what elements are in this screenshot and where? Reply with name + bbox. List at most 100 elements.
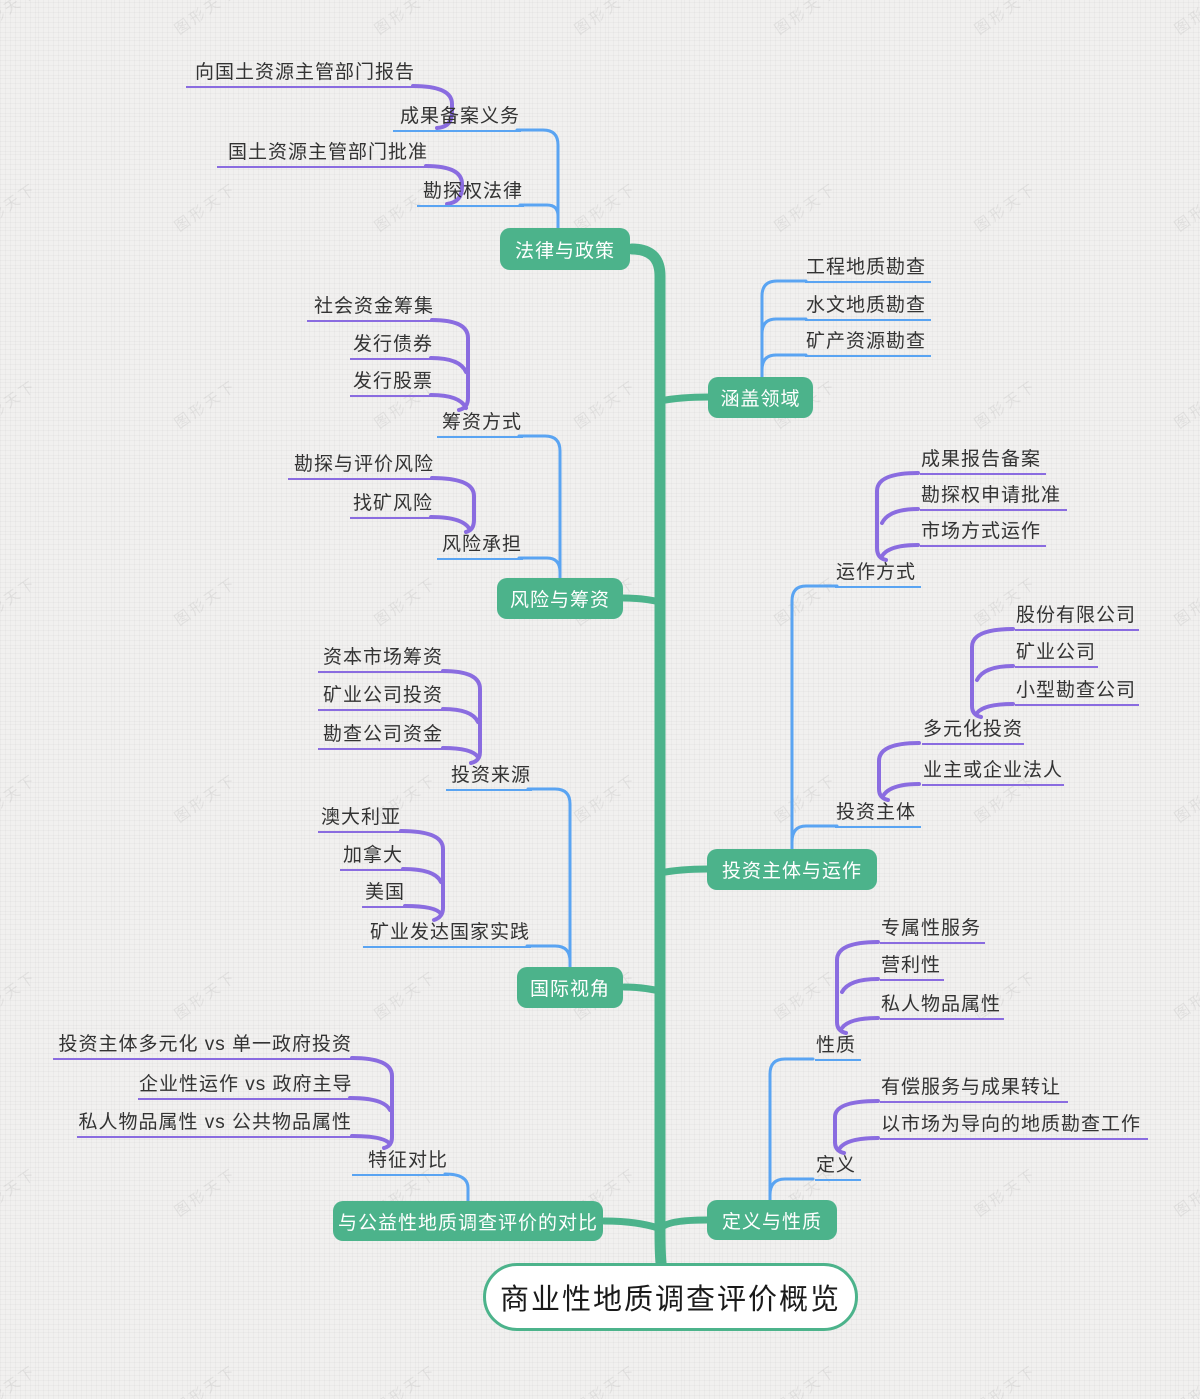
- connector: [441, 746, 480, 759]
- node-canada[interactable]: 加拿大: [340, 845, 404, 871]
- node-stock-issuance[interactable]: 发行股票: [350, 371, 434, 397]
- trunk-connectors: [600, 243, 713, 1269]
- connector: [760, 279, 808, 379]
- connector: [881, 782, 921, 798]
- root-node[interactable]: 商业性地质调查评价概览: [483, 1263, 858, 1331]
- connector: [517, 556, 562, 574]
- connector: [840, 1016, 880, 1030]
- connector: [970, 627, 1015, 719]
- trunk-branch-risk-financing: [619, 594, 664, 606]
- node-results-report-filing[interactable]: 成果报告备案: [920, 449, 1046, 475]
- connector: [880, 507, 920, 525]
- node-market-oriented-geological-work[interactable]: 以市场为导向的地质勘查工作: [880, 1114, 1148, 1140]
- node-report-to-land-authority[interactable]: 向国土资源主管部门报告: [186, 62, 416, 88]
- node-investor-diversification-vs-government[interactable]: 投资主体多元化 vs 单一政府投资: [53, 1034, 353, 1060]
- node-nature[interactable]: 性质: [815, 1035, 861, 1061]
- trunk: [626, 243, 667, 1269]
- connector: [975, 702, 1015, 715]
- trunk-branch-international: [620, 983, 664, 995]
- connector: [760, 353, 808, 372]
- node-risk-bearing[interactable]: 风险承担: [437, 534, 523, 560]
- node-social-capital-raising[interactable]: 社会资金筹集: [307, 296, 435, 322]
- connector: [429, 356, 468, 374]
- node-exclusive-service[interactable]: 专属性服务: [880, 918, 985, 944]
- node-engineering-geology-survey[interactable]: 工程地质勘查: [805, 257, 931, 283]
- connector: [429, 393, 468, 410]
- node-operation-mode[interactable]: 运作方式: [835, 562, 921, 588]
- topic-international-perspective[interactable]: 国际视角: [517, 967, 623, 1008]
- node-private-vs-public-goods[interactable]: 私人物品属性 vs 公共物品属性: [77, 1112, 353, 1138]
- level2-connectors: [348, 84, 1015, 1155]
- connector: [875, 471, 920, 562]
- node-mining-company[interactable]: 矿业公司: [1015, 642, 1098, 668]
- connector: [517, 434, 562, 580]
- node-usa[interactable]: 美国: [362, 882, 406, 908]
- trunk-branch-covered-fields: [656, 393, 713, 405]
- trunk-branch-definition-nature: [657, 1216, 711, 1232]
- node-owner-or-legal-person[interactable]: 业主或企业法人: [922, 760, 1064, 786]
- connector: [401, 867, 443, 884]
- level1-connectors: [443, 128, 839, 1203]
- node-capital-market-financing[interactable]: 资本市场筹资: [318, 647, 444, 673]
- connector: [877, 741, 921, 802]
- connector: [441, 669, 482, 765]
- node-bond-issuance[interactable]: 发行债券: [350, 334, 434, 360]
- connector: [790, 584, 839, 851]
- node-financing-methods[interactable]: 筹资方式: [437, 412, 523, 438]
- node-paid-service-transfer[interactable]: 有偿服务与成果转让: [880, 1077, 1068, 1103]
- topic-definition-nature[interactable]: 定义与性质: [707, 1200, 837, 1240]
- connector: [880, 543, 920, 558]
- connector: [350, 1134, 392, 1146]
- connector: [350, 1056, 394, 1150]
- connector: [430, 318, 470, 412]
- connector: [833, 1099, 880, 1155]
- connector: [348, 1096, 392, 1112]
- connector: [515, 128, 560, 230]
- connector: [768, 1057, 815, 1202]
- node-exploration-evaluation-risk[interactable]: 勘探与评价风险: [288, 454, 435, 480]
- connector: [424, 164, 464, 206]
- node-prospecting-risk[interactable]: 找矿风险: [350, 493, 434, 519]
- connector: [443, 1172, 470, 1203]
- node-small-exploration-company[interactable]: 小型勘查公司: [1015, 680, 1139, 706]
- topic-investors-operation[interactable]: 投资主体与运作: [707, 849, 877, 890]
- connector: [399, 829, 445, 922]
- trunk-branch-comparison: [600, 1217, 662, 1232]
- node-private-goods-attribute[interactable]: 私人物品属性: [880, 994, 1004, 1020]
- node-developed-mining-countries[interactable]: 矿业发达国家实践: [363, 922, 531, 948]
- node-investors[interactable]: 投资主体: [835, 802, 921, 828]
- connector: [526, 787, 572, 969]
- connector: [525, 944, 572, 963]
- node-results-filing-obligation[interactable]: 成果备案义务: [393, 106, 521, 132]
- node-australia[interactable]: 澳大利亚: [318, 807, 402, 833]
- node-mineral-resources-survey[interactable]: 矿产资源勘查: [805, 331, 931, 357]
- trunk-branch-investors-operation: [656, 865, 712, 877]
- node-investment-sources[interactable]: 投资来源: [446, 765, 532, 791]
- node-diversified-investment[interactable]: 多元化投资: [922, 719, 1024, 745]
- node-land-authority-approval[interactable]: 国土资源主管部门批准: [217, 142, 429, 168]
- topic-covered-fields[interactable]: 涵盖领域: [708, 377, 813, 418]
- connector: [975, 664, 1015, 682]
- node-hydrogeology-survey[interactable]: 水文地质勘查: [805, 295, 931, 321]
- topic-comparison-public-survey[interactable]: 与公益性地质调查评价的对比: [333, 1201, 603, 1241]
- connector: [790, 824, 839, 844]
- node-exploration-company-funds[interactable]: 勘查公司资金: [318, 724, 444, 750]
- node-enterprise-vs-government-led[interactable]: 企业性运作 vs 政府主导: [138, 1074, 352, 1100]
- topic-law-policy[interactable]: 法律与政策: [500, 228, 630, 270]
- node-market-operation[interactable]: 市场方式运作: [920, 521, 1046, 547]
- node-definition[interactable]: 定义: [815, 1155, 861, 1181]
- topic-risk-financing[interactable]: 风险与筹资: [497, 578, 623, 619]
- node-mining-company-investment[interactable]: 矿业公司投资: [318, 685, 444, 711]
- node-exploration-right-application[interactable]: 勘探权申请批准: [920, 485, 1067, 511]
- node-profitability[interactable]: 营利性: [880, 955, 944, 981]
- connector: [411, 84, 454, 130]
- connector: [518, 203, 560, 218]
- connector: [840, 977, 880, 994]
- node-exploration-right-law[interactable]: 勘探权法律: [417, 181, 524, 207]
- connector: [835, 940, 880, 1035]
- connector: [429, 515, 472, 532]
- node-feature-comparison[interactable]: 特征对比: [352, 1150, 449, 1176]
- connector: [441, 707, 480, 724]
- node-joint-stock-company[interactable]: 股份有限公司: [1015, 605, 1139, 631]
